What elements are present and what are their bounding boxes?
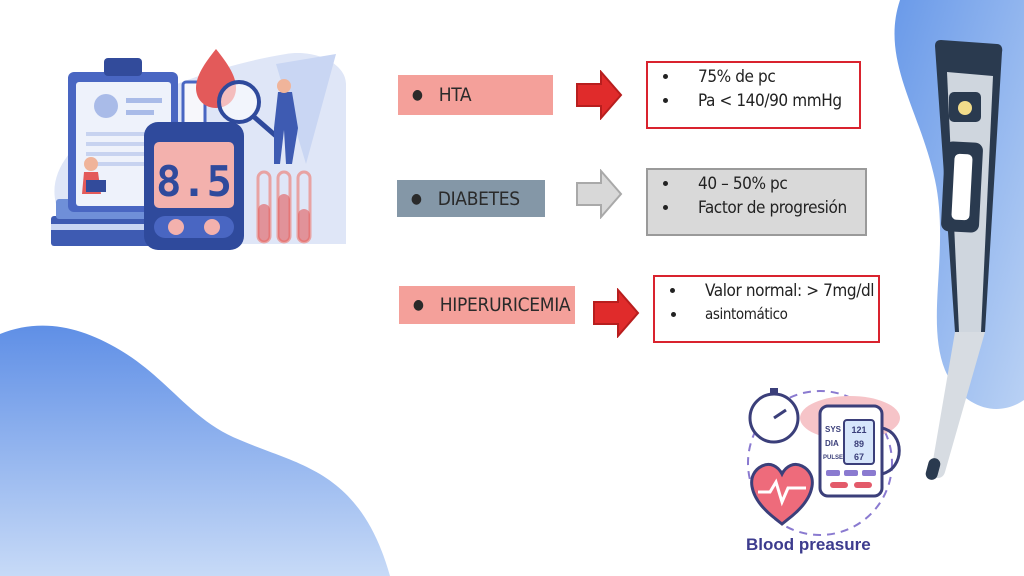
bp-pulse-label: PULSE: [823, 455, 843, 461]
right-arrow-icon: [576, 169, 623, 219]
hiperuricemia-label: HIPERURICEMIA: [439, 294, 571, 316]
hta-point: 75% de pc: [680, 67, 859, 87]
thermometer-illustration: [925, 40, 1003, 480]
hta-info-box: 75% de pc Pa < 140/90 mmHg: [646, 61, 861, 129]
diabetes-info-box: 40 – 50% pc Factor de progresión: [646, 168, 867, 236]
hiperuricemia-point: Valor normal: > 7mg/dl: [687, 281, 878, 301]
bp-dia-value: 89: [854, 439, 864, 449]
hta-point: Pa < 140/90 mmHg: [680, 91, 859, 111]
diabetes-label: DIABETES: [437, 187, 520, 210]
diabetes-label-box: ● DIABETES: [397, 180, 545, 217]
glucometer-illustration: 8.5: [51, 49, 347, 250]
diabetes-point: Factor de progresión: [680, 198, 865, 218]
bp-pulse-value: 67: [854, 452, 864, 462]
right-arrow-icon: [593, 288, 640, 338]
glucometer-reading: 8.5: [156, 157, 232, 206]
bp-sys-label: SYS: [825, 425, 842, 434]
bp-caption: Blood preasure: [746, 535, 871, 554]
right-arrow-icon: [576, 70, 623, 120]
hta-label: HTA: [438, 84, 472, 106]
hiperuricemia-label-box: ● HIPERURICEMIA: [399, 286, 575, 324]
blood-pressure-illustration: SYS DIA PULSE 121 89 67: [747, 388, 901, 536]
hta-label-box: ● HTA: [398, 75, 553, 115]
bp-dia-label: DIA: [825, 439, 839, 448]
bp-sys-value: 121: [851, 425, 866, 435]
bullet-icon: ●: [411, 190, 422, 207]
hiperuricemia-point: asintomático: [687, 305, 878, 323]
bullet-icon: ●: [413, 297, 424, 313]
diabetes-point: 40 – 50% pc: [680, 174, 865, 194]
hiperuricemia-info-box: Valor normal: > 7mg/dl asintomático: [653, 275, 880, 343]
bullet-icon: ●: [412, 87, 423, 103]
